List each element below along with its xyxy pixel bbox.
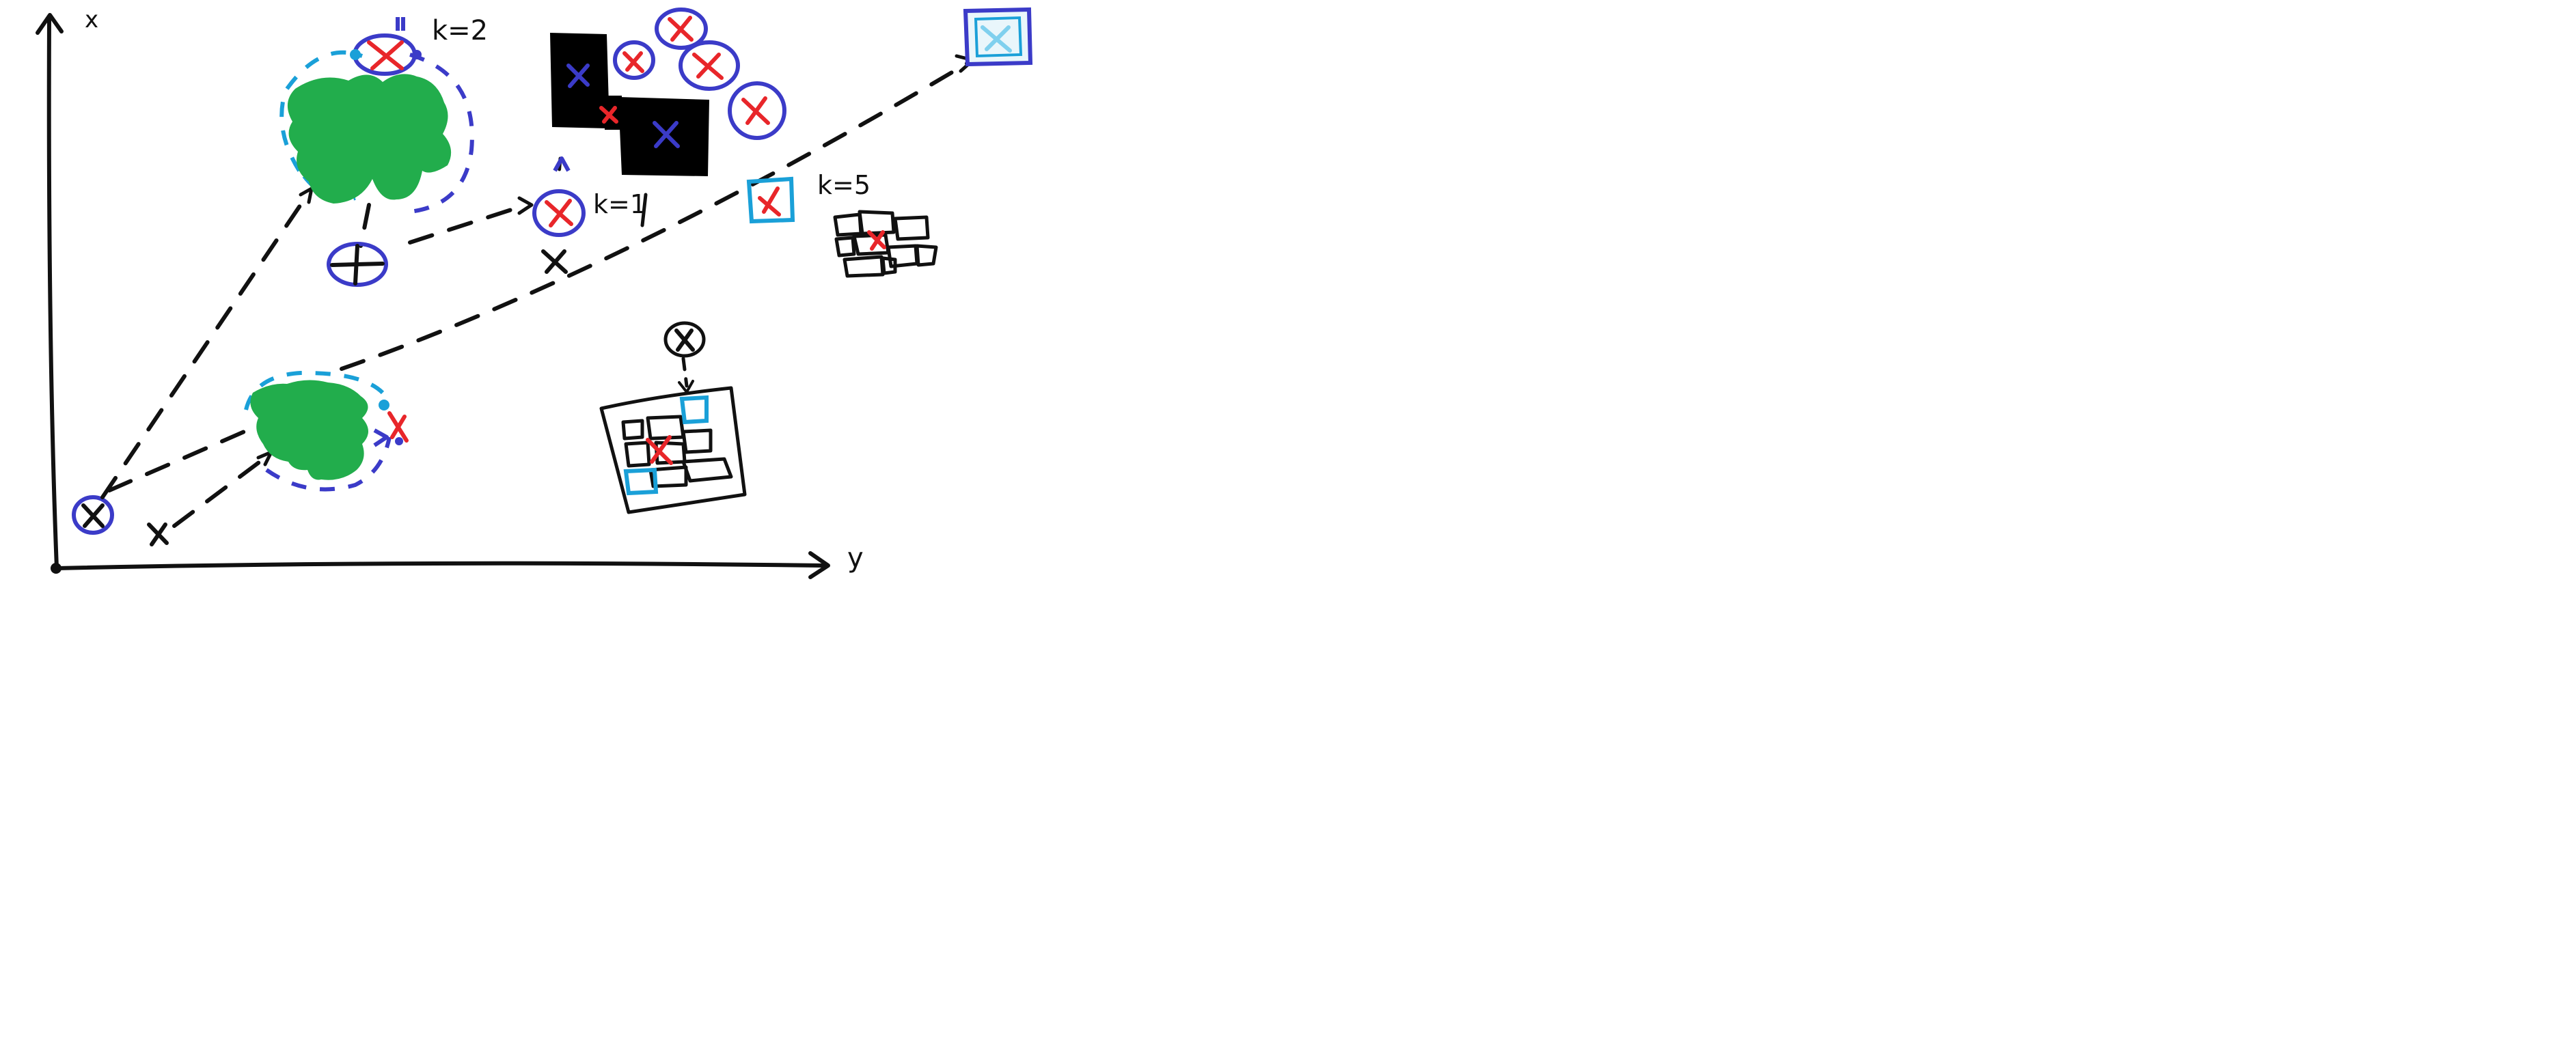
red-x-icon [692, 53, 724, 80]
path-to-lower-green [107, 421, 265, 492]
lower-cluster-dot [395, 437, 403, 445]
query-node-circle [663, 321, 706, 358]
highlight-patch [623, 467, 659, 496]
path-long-diagonal [340, 59, 972, 371]
lower-cluster-dot [379, 400, 389, 410]
red-x-icon [668, 16, 694, 42]
plus-node [327, 242, 388, 287]
red-x-icon [867, 230, 886, 251]
upper-dashed-blue-outline [409, 53, 474, 214]
query-node [663, 321, 706, 358]
vertical-axis-label: x [85, 6, 98, 33]
axes: x y [36, 6, 864, 579]
k5-node-square [746, 176, 795, 224]
target-square-inner [974, 16, 1023, 58]
query-node-x-icon [674, 329, 695, 352]
start-point [72, 495, 114, 535]
patch-grid-frame [599, 386, 747, 514]
red-x-nodes [613, 8, 786, 140]
dashed-paths [100, 59, 972, 528]
k5-node: k=5 [746, 170, 871, 224]
x-mark-icon [541, 249, 568, 274]
red-x-icon [599, 106, 618, 124]
upper-green-blob [287, 74, 452, 204]
red-x-icon [622, 51, 644, 73]
origin-dot [51, 563, 61, 574]
lower-dashed-blue-outline [265, 436, 392, 492]
light-x-icon [981, 25, 1012, 53]
arrow-head-icon [517, 196, 534, 215]
blue-x-icon [653, 121, 680, 148]
horizontal-axis-label: y [847, 542, 864, 574]
upper-green-cluster: k=2 [279, 15, 488, 214]
lower-cluster-red-x-icon [387, 411, 409, 443]
black-blocks [550, 33, 709, 176]
lower-cluster-arrow-icon [373, 428, 389, 447]
k1-node: k=1 [532, 156, 648, 237]
label-k1: k=1 [593, 189, 646, 219]
red-x-icon [741, 96, 770, 125]
patch-grid-large [599, 386, 747, 514]
node-circle [655, 8, 708, 50]
node-circle [728, 81, 786, 140]
start-point-x-icon [81, 503, 105, 528]
upper-node-tick [396, 17, 405, 31]
patch-grid-small [833, 210, 938, 278]
arrow-head-icon [299, 186, 314, 204]
path-to-upper-green [100, 193, 310, 499]
target-node [963, 7, 1033, 67]
red-x-icon [545, 199, 573, 227]
k1-node-caret-icon [553, 156, 571, 172]
x-mark-icon [147, 522, 169, 546]
plus-icon [330, 244, 385, 285]
horizontal-axis-arrow-icon [808, 551, 830, 579]
blue-x-icon [566, 64, 590, 88]
node-circle [613, 40, 655, 80]
label-k5: k=5 [817, 170, 871, 200]
horizontal-axis [55, 561, 825, 570]
label-k2: k=2 [432, 15, 488, 46]
vertical-axis [46, 17, 59, 570]
lower-green-blob [250, 380, 368, 480]
upper-node-dot [350, 49, 361, 60]
node-circle [679, 40, 740, 91]
path-vertical-from-upper-green [359, 203, 371, 248]
black-block-left [550, 33, 609, 128]
lower-green-cluster [244, 370, 409, 492]
k1-tick [640, 193, 648, 227]
path-upper-to-k1 [408, 203, 528, 245]
upper-node-dot [412, 50, 422, 59]
lower-dashed-cyan-outline [244, 370, 385, 410]
vertical-axis-arrow-icon [36, 13, 64, 35]
k1-node-circle [532, 189, 586, 237]
red-x-icon [758, 186, 781, 217]
highlight-patch [679, 395, 709, 425]
path-top-node-down [681, 357, 689, 388]
path-x-to-lower-green [172, 452, 272, 528]
red-x-icon [646, 435, 673, 465]
upper-node-x-icon [367, 40, 404, 70]
